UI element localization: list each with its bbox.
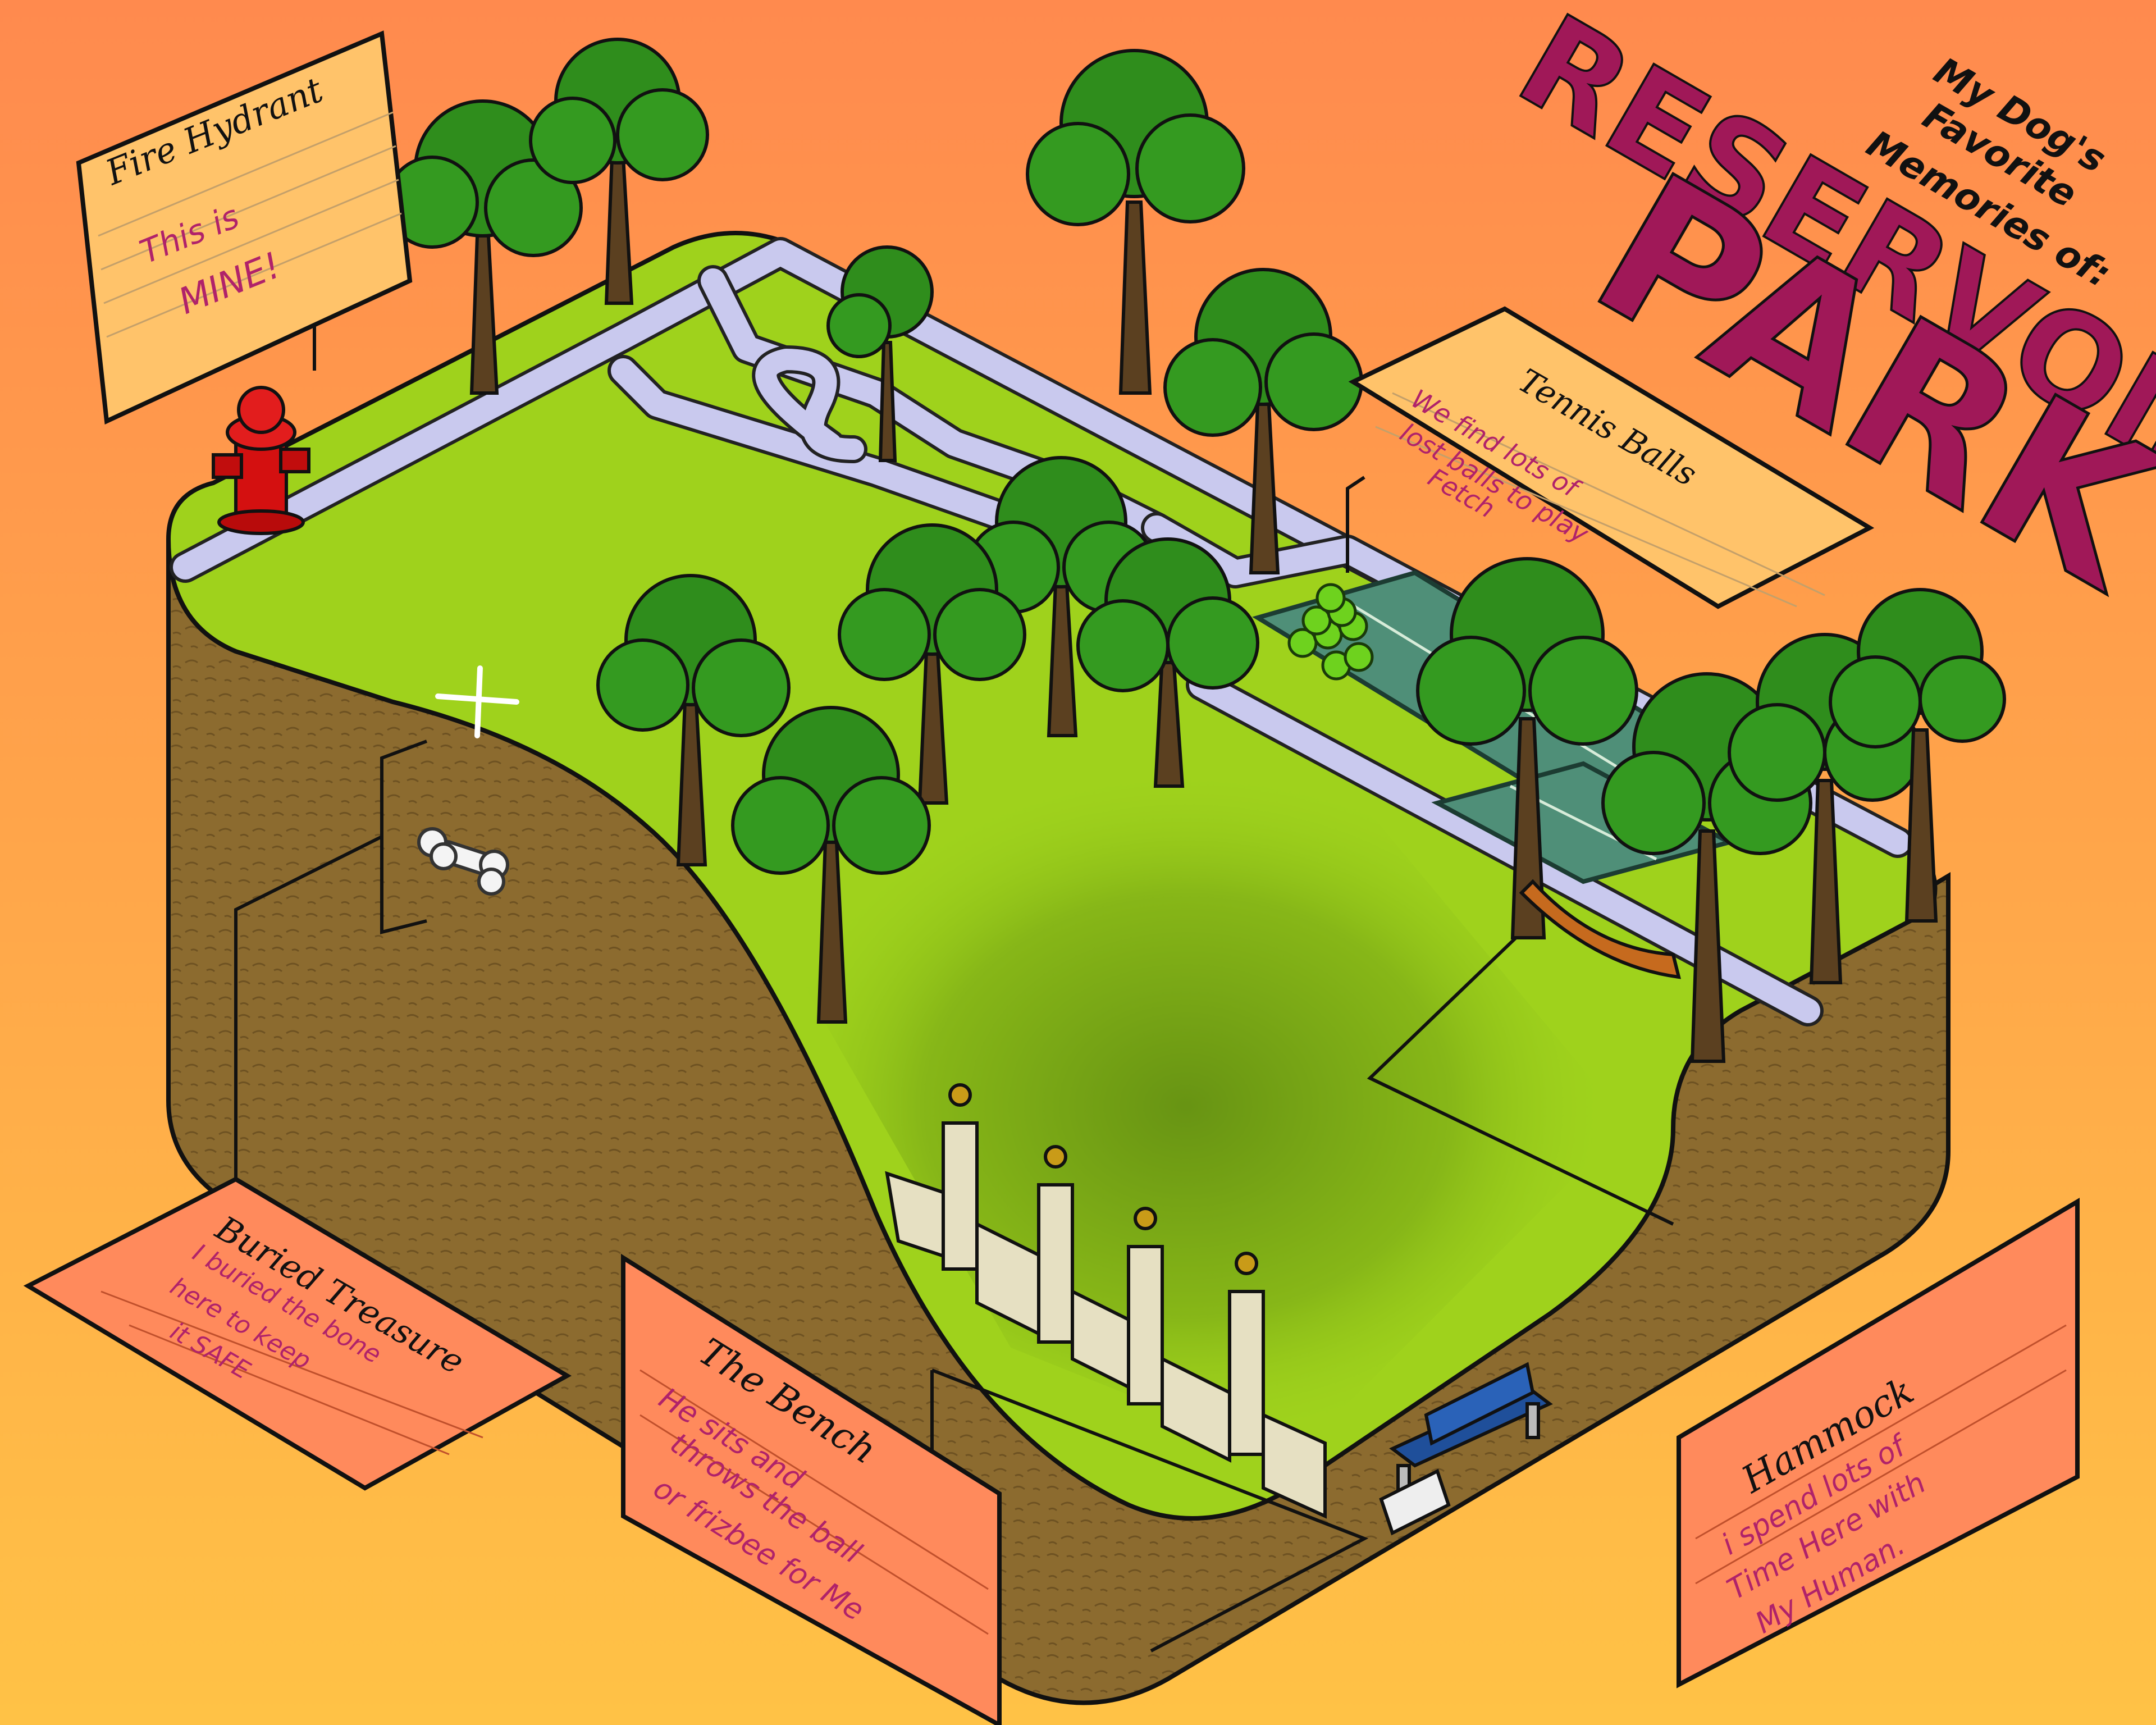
tree-icon (826, 245, 934, 462)
fence-icon (885, 1083, 1327, 1519)
fire-hydrant-icon (212, 386, 310, 535)
tree-icon (1163, 268, 1363, 574)
sign-hammock: Hammock i spend lots of Time Here with M… (1677, 1197, 2080, 1689)
sign-tennis-balls: Tennis Balls We find lots of lost balls … (1348, 306, 1875, 609)
sign-buried-treasure: Buried Treasure I buried the bone here t… (23, 1176, 572, 1491)
trees (386, 38, 2006, 1063)
tree-icon (1026, 49, 1245, 395)
tree-icon (731, 706, 931, 1024)
tree-icon (1076, 537, 1259, 788)
bone-icon (417, 827, 509, 896)
bench-icon (1379, 1362, 1553, 1536)
tennis-ball-icon (1287, 583, 1374, 681)
tree-icon (529, 38, 709, 305)
tree-icon (838, 523, 1026, 805)
x-mark-icon (435, 665, 519, 738)
tree-icon (1829, 588, 2006, 923)
tree-icon (1416, 557, 1638, 939)
hammock-icon (1519, 879, 1681, 979)
tree-icon (386, 99, 583, 395)
tree-icon (596, 574, 791, 866)
